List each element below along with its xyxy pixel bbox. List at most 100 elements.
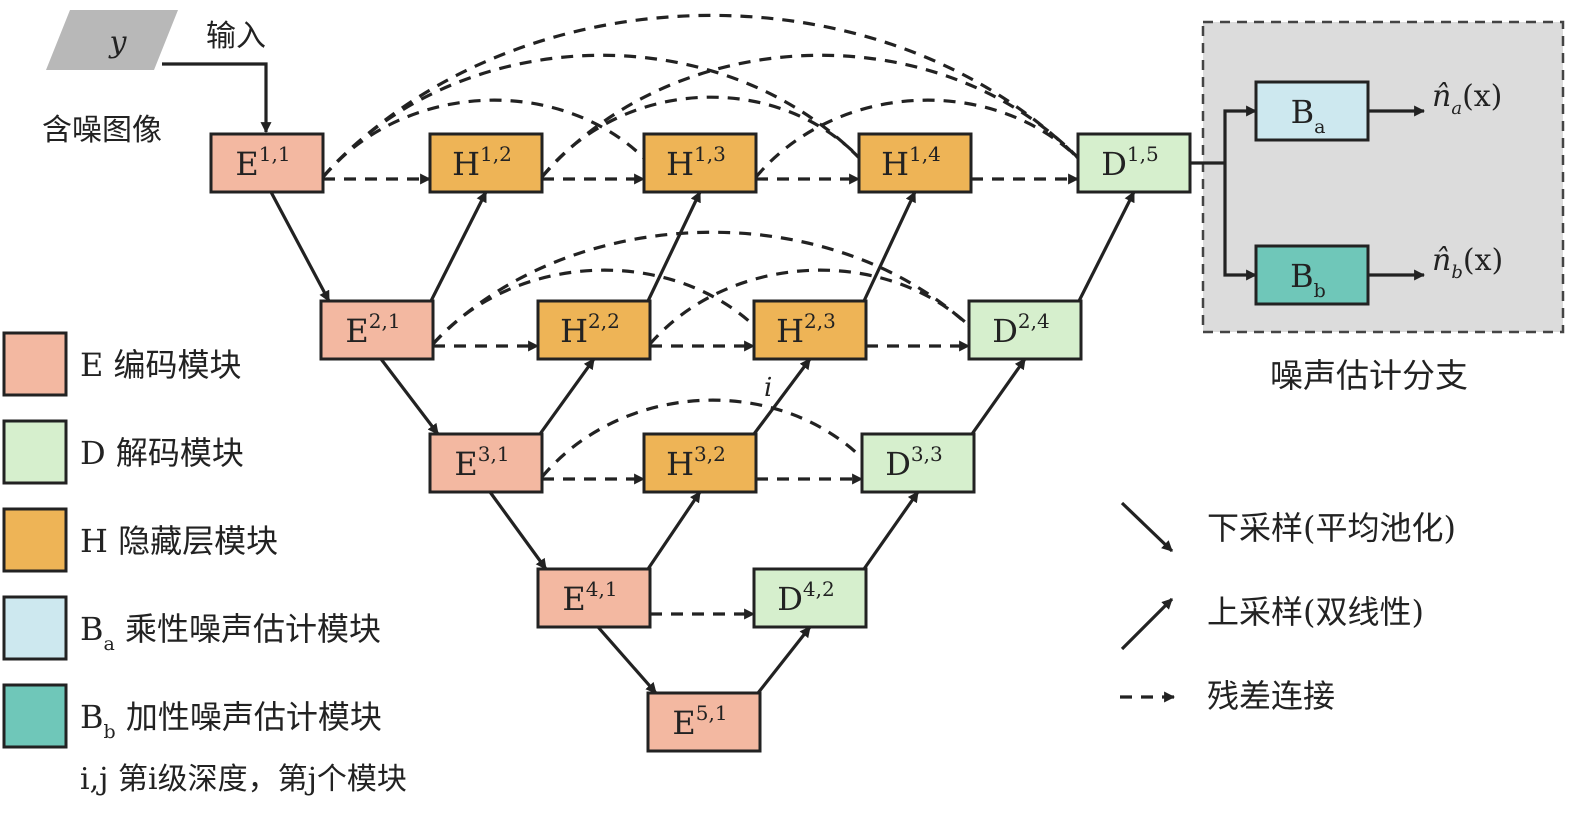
node-label: H2,3: [776, 309, 836, 350]
legend-item-up: 上采样(双线性): [1120, 593, 1424, 651]
node-h14: H1,4: [857, 132, 973, 194]
legend-item-skip: 残差连接: [1120, 677, 1335, 715]
node-h12: H1,2: [428, 132, 544, 194]
node-label: Bb: [1290, 257, 1326, 302]
legend-label: D 解码模块: [80, 434, 244, 472]
node-box: [1254, 244, 1370, 306]
upsample-arrow: [862, 491, 920, 570]
output-na-label: n̂a(x): [1432, 79, 1502, 119]
downsample-arrow: [379, 358, 440, 435]
node-box: [428, 432, 544, 494]
node-box: [1254, 80, 1370, 142]
legend-item-down: 下采样(平均池化): [1120, 501, 1456, 553]
node-h22: H2,2: [536, 299, 652, 361]
node-label: D2,4: [992, 309, 1049, 350]
noise-branch-label: 噪声估计分支: [1270, 356, 1468, 395]
branch-arrow-b: [1223, 163, 1258, 281]
legend-modules: E 编码模块 D 解码模块 H 隐藏层模块 Ba 乘性噪声估计模块 Bb 加性噪声估计模…: [2, 331, 382, 749]
legend-note: i,j 第i级深度，第j个模块: [80, 762, 407, 797]
residual-arc: [540, 398, 878, 479]
node-box: [1076, 132, 1192, 194]
legend-label: 残差连接: [1207, 677, 1335, 715]
input-arrow-label: 输入: [206, 19, 266, 54]
legend-up-arrow: [1120, 597, 1174, 651]
downsample-arrow: [269, 191, 331, 302]
legend-swatch: [2, 419, 68, 485]
output-nb-label: n̂b(x): [1432, 243, 1503, 283]
node-e31: E3,1: [428, 432, 544, 494]
legend-item-hidden: H 隐藏层模块: [2, 507, 278, 573]
node-label: E1,1: [235, 142, 290, 183]
svg-text:n̂a(x): n̂a(x): [1432, 79, 1502, 119]
input-arrow: [162, 62, 272, 134]
legend-connections: 下采样(平均池化) 上采样(双线性) 残差连接: [1120, 501, 1456, 715]
residual-arc: [540, 53, 1094, 179]
upsample-arrow: [970, 358, 1027, 435]
node-label: E2,1: [345, 309, 400, 350]
legend-item-bb: Bb 加性噪声估计模块: [2, 683, 382, 749]
upsample-arrow: [429, 191, 488, 302]
upsample-arrow: [646, 191, 702, 302]
node-d33: D3,3: [860, 432, 976, 494]
legend-swatch: [2, 595, 68, 661]
node-label: H1,3: [666, 142, 726, 183]
legend-swatch: [2, 331, 68, 397]
node-box: [857, 132, 973, 194]
legend-label: 下采样(平均池化): [1207, 509, 1456, 547]
node-box: [646, 691, 762, 753]
node-box: [860, 432, 976, 494]
node-box: [752, 299, 868, 361]
legend-label: H 隐藏层模块: [80, 522, 278, 560]
upsample-arrow: [752, 358, 812, 435]
residual-arc: [754, 98, 1094, 179]
edge-layer: [269, 105, 1426, 695]
residual-arc: [431, 230, 985, 346]
node-h23: H2,3: [752, 299, 868, 361]
node-h32: H3,2: [642, 432, 758, 494]
legend-down-arrow: [1120, 501, 1174, 553]
node-d42: D4,2: [752, 567, 868, 629]
node-box: [536, 299, 652, 361]
node-label: E3,1: [454, 442, 509, 483]
residual-arc: [321, 98, 660, 179]
node-label: E5,1: [672, 701, 727, 742]
legend-swatch: [2, 683, 68, 749]
node-label: E4,1: [562, 577, 617, 618]
legend-label: Ba 乘性噪声估计模块: [80, 610, 381, 655]
residual-arc: [648, 268, 985, 346]
node-label: H1,4: [881, 142, 941, 183]
downsample-arrow: [488, 491, 548, 570]
node-d15: D1,5: [1076, 132, 1192, 194]
node-label: Ba: [1291, 93, 1326, 138]
downsample-arrow: [596, 625, 658, 695]
legend-label: E 编码模块: [80, 346, 242, 384]
legend-item-encoder: E 编码模块: [2, 331, 242, 397]
node-h13: H1,3: [642, 132, 758, 194]
svg-text:n̂b(x): n̂b(x): [1432, 243, 1503, 283]
node-box: [642, 432, 758, 494]
input-symbol: y: [108, 25, 128, 60]
upsample-arrow: [646, 491, 702, 570]
node-e41: E4,1: [536, 567, 652, 629]
node-box: [967, 299, 1083, 361]
legend-swatch: [2, 507, 68, 573]
node-e21: E2,1: [319, 299, 435, 361]
node-e11: E1,1: [209, 132, 325, 194]
input-image-shape: [46, 10, 178, 70]
upsample-arrow: [1077, 191, 1136, 302]
depth-annotation-i: i: [764, 373, 772, 403]
node-box: [642, 132, 758, 194]
node-layer: E1,1 H1,2 H1,3 H1,4 D1,5E2,1 H2,2 H2,3 D2,4E3,1…: [209, 80, 1370, 753]
node-bb: Bb: [1254, 244, 1370, 306]
upsample-arrow: [538, 358, 596, 435]
input-caption: 含噪图像: [42, 113, 162, 148]
node-box: [428, 132, 544, 194]
node-box: [752, 567, 868, 629]
upsample-arrow: [862, 191, 917, 302]
node-box: [209, 132, 325, 194]
legend-item-decoder: D 解码模块: [2, 419, 244, 485]
node-label: H2,2: [560, 309, 620, 350]
branch-arrow-a: [1223, 105, 1258, 163]
legend-label: Bb 加性噪声估计模块: [80, 698, 382, 743]
